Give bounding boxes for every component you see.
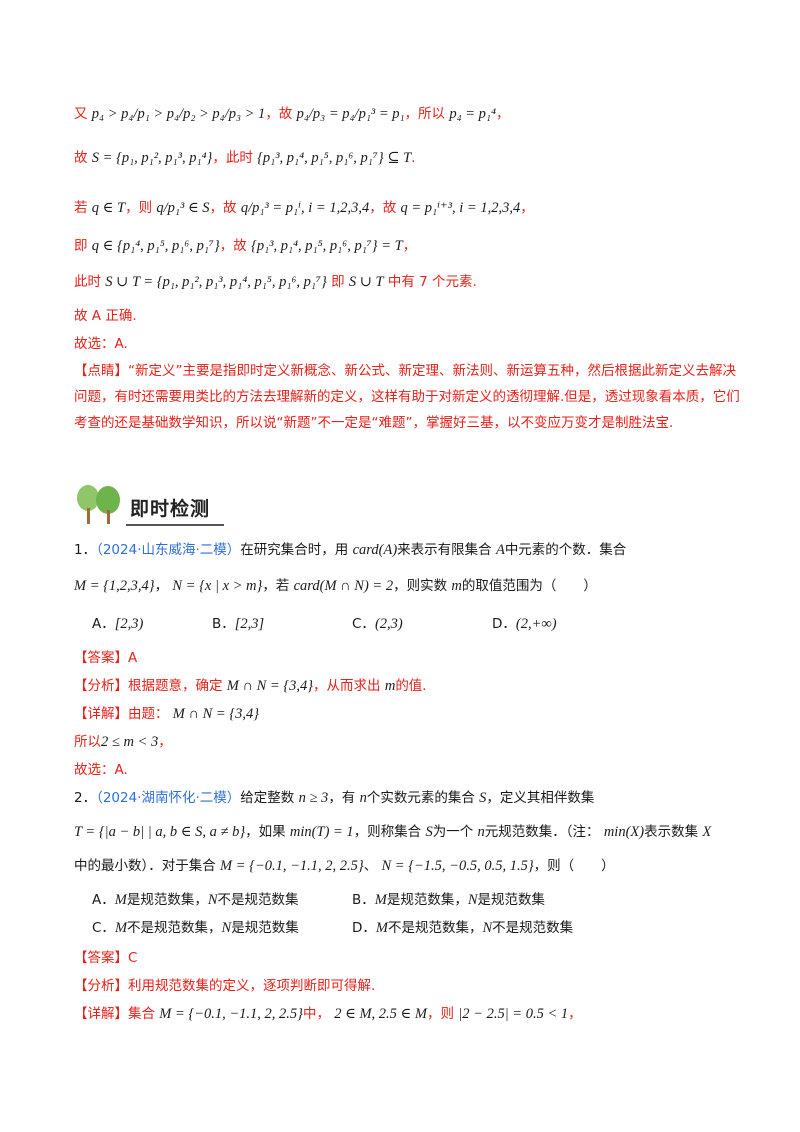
section-banner: 即时检测	[74, 484, 224, 530]
q1-answer: 【答案】A	[74, 650, 138, 666]
q2-answer: 【答案】C	[74, 950, 138, 966]
q1-stem-line-2: M = {1,2,3,4}， N = {x | x > m}，若 card(M …	[74, 578, 597, 594]
q2-option-a[interactable]: A．M是规范数集，N不是规范数集	[92, 892, 299, 908]
q2-stem-line-1: 2．（2024·湖南怀化·二模）给定整数 n ≥ 3，有 n个实数元素的集合 S…	[74, 790, 595, 806]
choose-line: 故选：A.	[74, 336, 128, 352]
math-p4: p₄ = p₁⁴	[449, 106, 497, 122]
tip-text: “新定义”主要是指即时定义新概念、新公式、新定理、新法则、新运算五种，然后根据此…	[74, 363, 740, 431]
tree-icon	[77, 485, 120, 524]
solution-line-3: 若 q ∈ T，则 q/p₁³ ∈ S，故 q/p₁³ = p₁ⁱ, i = 1…	[74, 200, 534, 216]
q1-analysis: 【分析】根据题意，确定 M ∩ N = {3,4}，从而求出 m的值.	[74, 678, 427, 694]
q2-detail: 【详解】集合 M = {−0.1, −1.1, 2, 2.5}中， 2 ∈ M,…	[74, 1006, 582, 1022]
tip-paragraph: 【点睛】“新定义”主要是指即时定义新概念、新公式、新定理、新法则、新运算五种，然…	[74, 358, 740, 436]
section-title: 即时检测	[130, 498, 211, 520]
section-underline	[126, 524, 224, 526]
solution-line-5: 此时 S ∪ T = {p₁, p₁², p₁³, p₁⁴, p₁⁵, p₁⁶,…	[74, 274, 477, 290]
solution-line-2: 故 S = {p₁, p₁², p₁³, p₁⁴}，此时 {p₁³, p₁⁴, …	[74, 150, 416, 166]
q1-detail-line-2: 所以2 ≤ m < 3，	[74, 734, 172, 750]
q2-analysis: 【分析】利用规范数集的定义，逐项判断即可得解.	[74, 978, 376, 994]
q1-choose: 故选：A.	[74, 762, 128, 778]
q2-stem-line-2: T = {|a − b| | a, b ∈ S, a ≠ b}，如果 min(T…	[74, 824, 712, 840]
math-set-s: S = {p₁, p₁², p₁³, p₁⁴}	[91, 150, 213, 166]
solution-line-6: 故 A 正确.	[74, 308, 137, 324]
q1-stem-line-1: 1．（2024·山东威海·二模）在研究集合时，用 card(A)来表示有限集合 …	[74, 542, 627, 558]
q1-source: （2024·山东威海·二模）	[96, 542, 241, 558]
q1-option-c[interactable]: C．(2,3)	[352, 616, 403, 632]
math-inequality-chain: p₄ > p₄/p₁ > p₄/p₂ > p₄/p₃ > 1	[91, 106, 266, 122]
q1-option-d[interactable]: D．(2,+∞)	[492, 616, 557, 632]
q2-stem-line-3: 中的最小数）．对于集合 M = {−0.1, −1.1, 2, 2.5}、 N …	[74, 858, 615, 874]
q2-option-b[interactable]: B．M是规范数集，N是规范数集	[352, 892, 546, 908]
math-subset-t: {p₁³, p₁⁴, p₁⁵, p₁⁶, p₁⁷} ⊆ T	[257, 150, 412, 166]
q1-detail: 【详解】由题： M ∩ N = {3,4}	[74, 706, 260, 722]
math-ratio: p₄/p₃ = p₄/p₁³ = p₁	[296, 106, 405, 122]
solution-line-4: 即 q ∈ {p₁⁴, p₁⁵, p₁⁶, p₁⁷}，故 {p₁³, p₁⁴, …	[74, 238, 417, 254]
solution-line-1: 又 p₄ > p₄/p₁ > p₄/p₂ > p₄/p₃ > 1，故 p₄/p₃…	[74, 106, 510, 122]
q2-option-c[interactable]: C．M不是规范数集，N是规范数集	[92, 920, 299, 936]
q1-option-a[interactable]: A．[2,3)	[92, 616, 144, 632]
q1-option-b[interactable]: B．[2,3]	[212, 616, 265, 632]
tip-label: 【点睛】	[74, 363, 128, 379]
q2-option-d[interactable]: D．M不是规范数集，N不是规范数集	[352, 920, 574, 936]
q2-source: （2024·湖南怀化·二模）	[96, 790, 241, 806]
